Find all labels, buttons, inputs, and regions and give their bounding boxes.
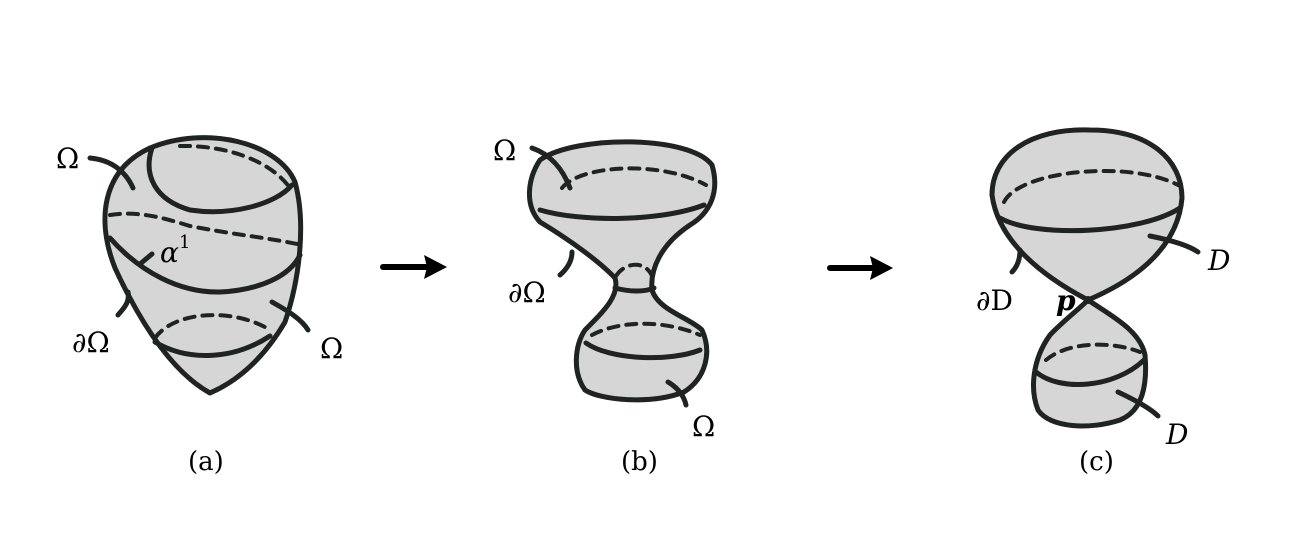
panel-b-caption: (b): [621, 447, 658, 477]
panel-a-boundary-label: ∂Ω: [72, 326, 110, 359]
panel-a-front-curve-1: [146, 145, 295, 215]
panel-a: Ω α 1 ∂Ω Ω (a): [56, 135, 343, 477]
panel-c-caption: (c): [1079, 447, 1114, 477]
panel-a-leader-boundary: [115, 289, 131, 318]
panel-c-leader-boundary: [1009, 247, 1023, 275]
panel-a-back-curve-1: [178, 143, 292, 190]
panel-b-back-curve-top: [560, 166, 708, 190]
panel-c-upper-surface: [992, 129, 1182, 300]
panel-a-surface: [104, 137, 301, 393]
panel-b-front-curve-neck: [612, 285, 657, 294]
panel-b-front-curve-top: [537, 202, 707, 221]
panel-a-leader-omega-right: [269, 299, 311, 333]
panel-b-outline: [526, 139, 718, 403]
panel-a-alpha-superscript: 1: [179, 232, 190, 253]
panel-a-leader-omega-top: [87, 155, 136, 191]
panel-a-omega-top-label: Ω: [56, 142, 79, 175]
panel-b: Ω ∂Ω Ω (b): [493, 134, 718, 477]
transition-arrow-2: [827, 256, 893, 280]
panel-a-front-curve-3: [152, 333, 273, 358]
panel-a-caption: (a): [188, 447, 224, 477]
panel-b-boundary-label: ∂Ω: [508, 276, 546, 309]
panel-a-omega-right-label: Ω: [320, 332, 343, 365]
panel-c-leader-d-lower: [1115, 389, 1161, 419]
panel-c-d-lower-label: D: [1165, 418, 1188, 451]
panel-b-omega-bottom-label: Ω: [692, 410, 715, 443]
panel-b-back-curve-lower: [590, 321, 702, 337]
panel-c-point-marker: [1084, 296, 1092, 304]
panel-a-back-curve-2: [108, 211, 304, 247]
panel-c-lower-surface: [1033, 300, 1146, 426]
panel-c-boundary-label: ∂D: [976, 284, 1013, 317]
panel-c-lower-outline: [1031, 297, 1149, 429]
panel-a-back-curve-3: [153, 313, 272, 340]
panel-c: D ∂D p D (c): [976, 127, 1230, 477]
panel-b-leader-boundary: [557, 249, 575, 278]
panel-c-point-label: p: [1056, 284, 1076, 317]
panel-c-front-curve-upper: [997, 205, 1183, 234]
panel-b-back-curve-neck: [614, 262, 654, 278]
panel-a-leader-alpha: [137, 251, 155, 267]
panel-b-front-curve-lower: [583, 340, 703, 361]
panel-c-back-curve-lower: [1044, 342, 1142, 362]
panel-c-back-curve-upper: [1002, 168, 1180, 204]
panel-a-outline: [102, 135, 304, 396]
panel-a-alpha-label: α: [160, 236, 179, 269]
panel-b-omega-top-label: Ω: [493, 134, 516, 167]
panel-c-front-curve-lower: [1033, 357, 1147, 387]
panel-b-leader-omega-top: [529, 145, 573, 191]
transition-arrow-1: [380, 255, 447, 279]
panel-c-leader-d-upper: [1147, 233, 1201, 255]
panel-c-d-upper-label: D: [1207, 244, 1230, 277]
panel-b-leader-omega-bottom: [665, 379, 689, 408]
panel-a-front-curve-2: [107, 235, 303, 295]
